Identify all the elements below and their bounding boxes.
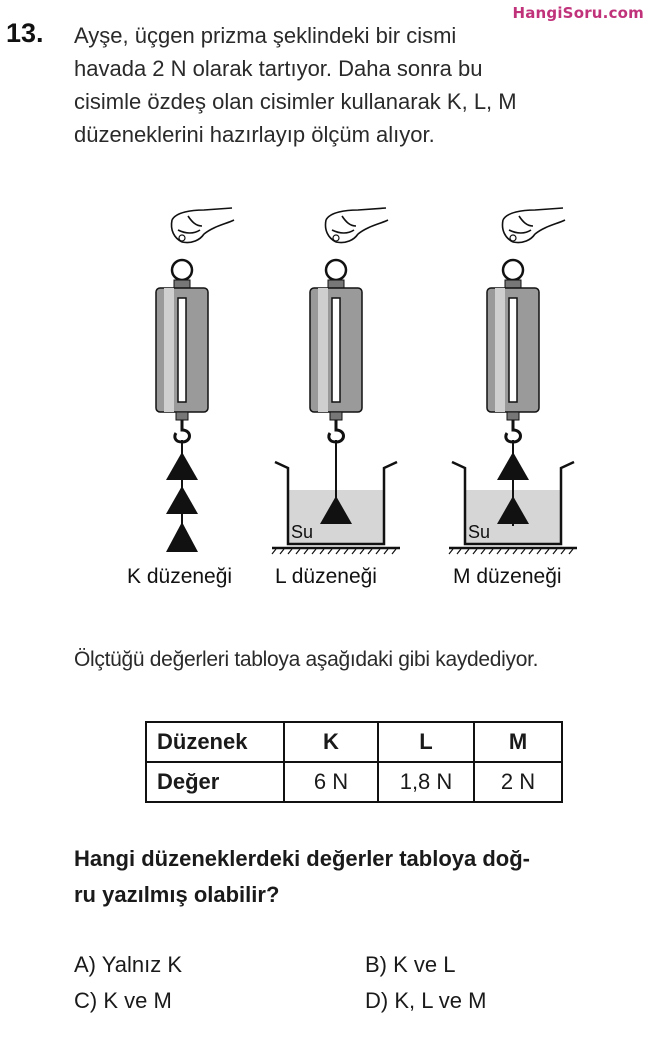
setup-k-label: K düzeneği — [127, 565, 233, 588]
table-header-row: Düzenek K L M — [145, 721, 563, 763]
prism-2 — [166, 486, 198, 514]
prism-1 — [166, 452, 198, 480]
watermark: HangiSoru.com — [512, 4, 644, 22]
prompt-line: Hangi düzeneklerdeki değerler tabloya do… — [74, 846, 530, 871]
svg-text:Su: Su — [291, 522, 313, 542]
setup-k — [154, 207, 235, 552]
stem-line: düzeneklerini hazırlayıp ölçüm alıyor. — [74, 122, 435, 147]
stem-line: cisimle özdeş olan cisimler kullanarak K… — [74, 89, 517, 114]
table-cell: M — [473, 721, 563, 763]
svg-text:Su: Su — [468, 522, 490, 542]
question-number: 13. — [6, 18, 44, 48]
prism-1 — [497, 452, 529, 480]
option-b[interactable]: B) K ve L — [365, 952, 456, 977]
prism-2 — [497, 496, 529, 524]
results-table: Düzenek K L M Değer 6 N 1,8 N 2 N — [145, 721, 563, 803]
table-cell: L — [377, 721, 475, 763]
setup-l-label: L düzeneği — [275, 565, 377, 588]
setup-l: Su — [271, 207, 400, 555]
option-c[interactable]: C) K ve M — [74, 988, 172, 1013]
table-cell: K — [283, 721, 379, 763]
stem-line: havada 2 N olarak tartıyor. Daha sonra b… — [74, 56, 483, 81]
question-stem: Ayşe, üçgen prizma şeklindeki bir cismi … — [74, 19, 614, 151]
option-a[interactable]: A) Yalnız K — [74, 952, 183, 977]
table-cell: Düzenek — [145, 721, 285, 763]
table-cell: 1,8 N — [377, 761, 475, 803]
prompt-line: ru yazılmış olabilir? — [74, 882, 280, 907]
setup-m: Su — [448, 207, 577, 555]
prism — [320, 496, 352, 524]
experiment-figure: Su Su — [154, 207, 577, 555]
setup-m-label: M düzeneği — [453, 565, 562, 588]
table-cell: Değer — [145, 761, 285, 803]
table-cell: 6 N — [283, 761, 379, 803]
table-intro: Ölçtüğü değerleri tabloya aşağıdaki gibi… — [74, 648, 539, 671]
option-d[interactable]: D) K, L ve M — [365, 988, 487, 1013]
stem-line: Ayşe, üçgen prizma şeklindeki bir cismi — [74, 23, 457, 48]
table-cell: 2 N — [473, 761, 563, 803]
table-row: Değer 6 N 1,8 N 2 N — [145, 761, 563, 803]
question-prompt: Hangi düzeneklerdeki değerler tabloya do… — [74, 841, 634, 913]
prism-3 — [166, 522, 198, 552]
